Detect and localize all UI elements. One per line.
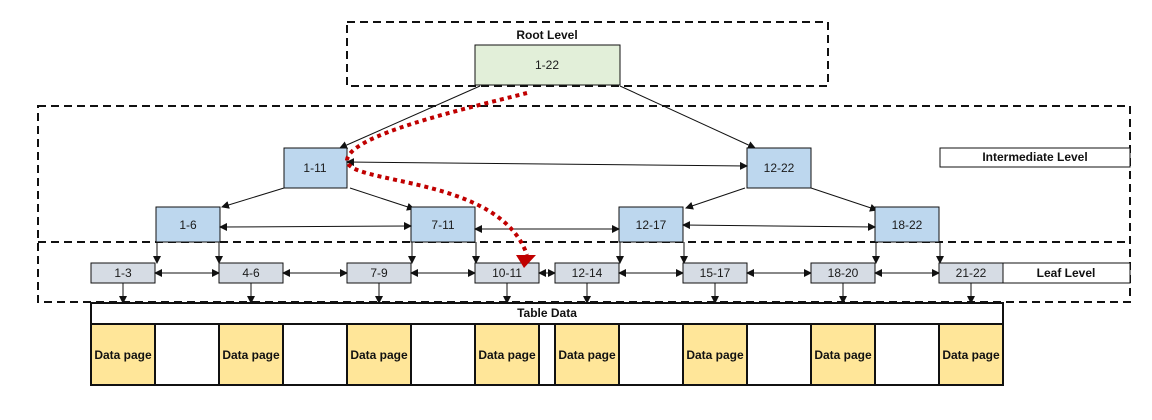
- intermediate-level-label: Intermediate Level: [982, 150, 1087, 164]
- node-label: 12-22: [764, 161, 795, 175]
- data-page: Data page: [90, 323, 156, 386]
- intermediate-node-12-22: 12-22: [746, 147, 812, 189]
- leaf-node: 18-20: [810, 262, 876, 284]
- leaf-level-label: Leaf Level: [1037, 266, 1096, 280]
- intermediate-node-18-22: 18-22: [874, 206, 940, 243]
- edge: [810, 187, 878, 212]
- data-page-label: Data page: [94, 348, 152, 362]
- search-path: [344, 91, 529, 256]
- edge-root-to-1-11: [339, 85, 481, 149]
- data-page-label: Data page: [942, 348, 1000, 362]
- root-node: 1-22: [474, 44, 621, 86]
- sibling-link: [682, 221, 876, 231]
- data-page: Data page: [682, 323, 748, 386]
- edge-root-to-12-22: [619, 85, 756, 149]
- data-page-label: Data page: [478, 348, 536, 362]
- data-page: Data page: [938, 323, 1004, 386]
- root-level-label: Root Level: [516, 28, 577, 42]
- intermediate-node-1-6: 1-6: [155, 206, 221, 243]
- data-page-label: Data page: [686, 348, 744, 362]
- leaf-label: 4-6: [242, 266, 260, 280]
- leaf-node: 1-3: [90, 262, 156, 284]
- data-page: Data page: [810, 323, 876, 386]
- leaf-node: 12-14: [554, 262, 620, 284]
- data-page: Data page: [346, 323, 412, 386]
- node-label: 18-22: [892, 218, 923, 232]
- sibling-link: [219, 222, 412, 231]
- leaf-nodes: 1-3 4-6 7-9 10-11 12-14 15-17 18-20 21-22: [90, 262, 1004, 304]
- leaf-label: 7-9: [370, 266, 388, 280]
- leaf-label: 18-20: [828, 266, 859, 280]
- leaf-label: 12-14: [572, 266, 603, 280]
- edge: [349, 187, 415, 211]
- data-pages: Data page Data page Data page Data page Data…: [90, 323, 1004, 386]
- leaf-label: 15-17: [700, 266, 731, 280]
- leaf-level-tag: Leaf Level: [1002, 262, 1131, 284]
- leaf-label: 21-22: [956, 266, 987, 280]
- leaf-node: 10-11: [474, 262, 540, 284]
- node-label: 12-17: [636, 218, 667, 232]
- leaf-node: 15-17: [682, 262, 748, 284]
- data-page-label: Data page: [814, 348, 872, 362]
- leaf-label: 10-11: [492, 266, 522, 280]
- leaf-node: 4-6: [218, 262, 284, 284]
- intermediate-node-1-11: 1-11: [283, 147, 348, 189]
- search-path-arrowhead-icon: [516, 255, 536, 268]
- table-data-label: Table Data: [517, 306, 577, 320]
- data-page-label: Data page: [558, 348, 616, 362]
- intermediate-level-tag: Intermediate Level: [939, 147, 1131, 168]
- data-page: Data page: [554, 323, 620, 386]
- data-page-label: Data page: [222, 348, 280, 362]
- intermediate-node-12-17: 12-17: [618, 206, 684, 243]
- leaf-label: 1-3: [114, 266, 132, 280]
- data-page: Data page: [218, 323, 284, 386]
- edge: [221, 187, 285, 209]
- intermediate-node-7-11: 7-11: [410, 206, 476, 243]
- leaf-node: 21-22: [938, 262, 1004, 284]
- data-page-label: Data page: [350, 348, 408, 362]
- node-label: 7-11: [431, 218, 454, 232]
- data-page: Data page: [474, 323, 540, 386]
- root-level-frame: [346, 21, 829, 87]
- edge: [685, 187, 746, 210]
- sibling-link-1-11-12-22: [346, 158, 748, 170]
- node-label: 1-11: [303, 161, 326, 175]
- root-node-label: 1-22: [535, 58, 559, 72]
- node-label: 1-6: [179, 218, 197, 232]
- leaf-node: 7-9: [346, 262, 412, 284]
